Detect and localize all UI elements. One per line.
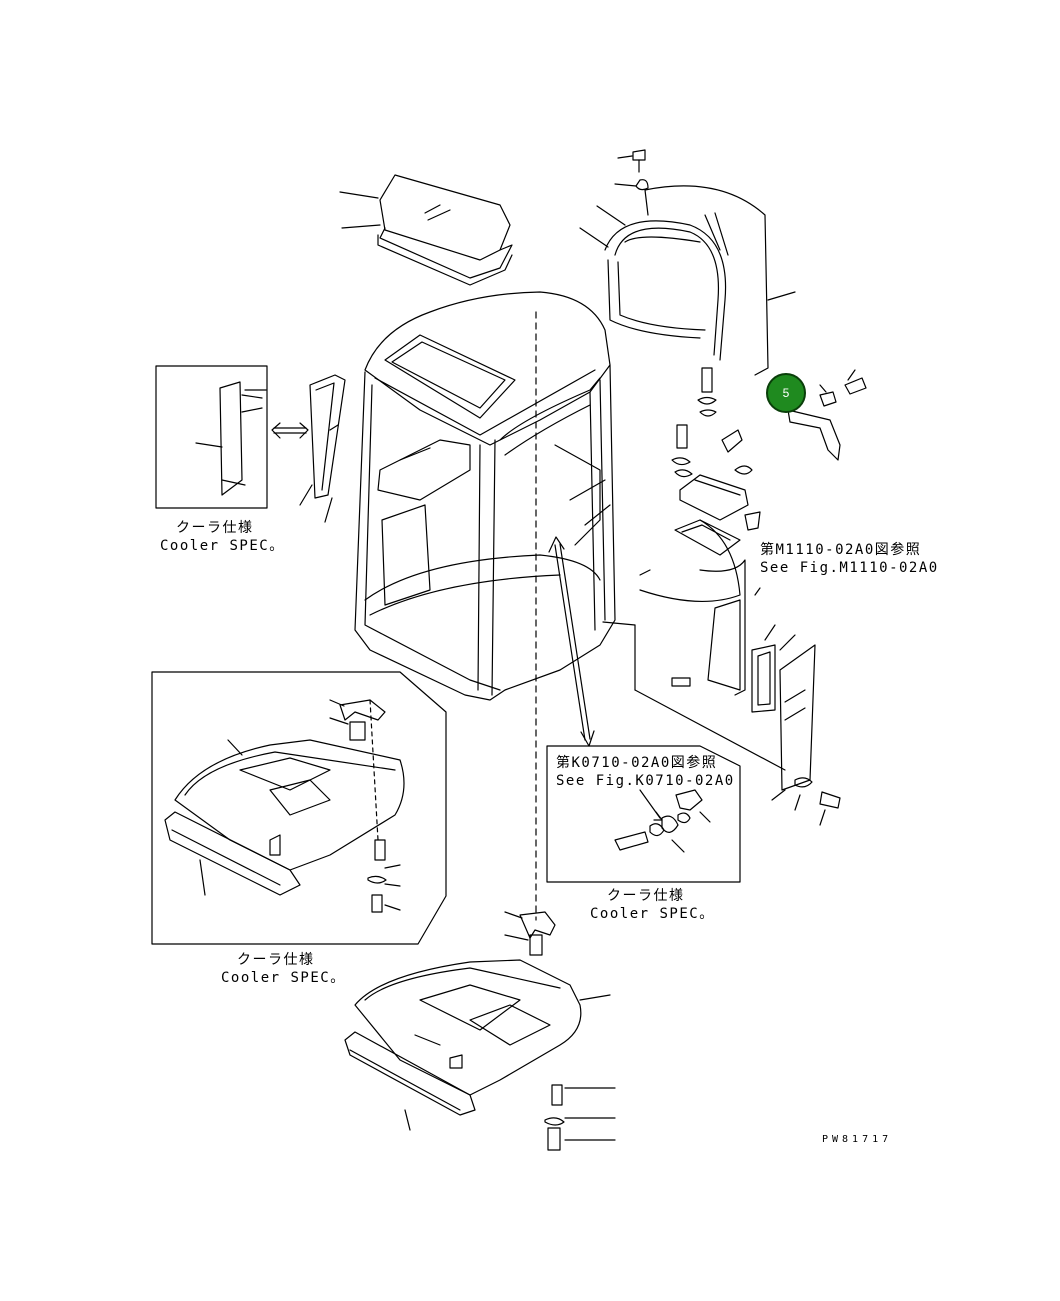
floor-plate [344, 911, 616, 1151]
ref-m1110-en: See Fig.M1110-02A0 [760, 560, 939, 576]
cooler-spec-box-left [155, 365, 268, 509]
cooler-spec-box-bottom [151, 671, 447, 945]
cooler-spec-left-jp: クーラ仕様 [176, 520, 254, 536]
ref-k0710-en: See Fig.K0710-02A0 [556, 773, 735, 789]
double-arrow-center [548, 536, 595, 747]
cooler-spec-bottom-en: Cooler SPEC。 [221, 970, 346, 986]
cooler-spec-mid-jp: クーラ仕様 [607, 888, 685, 904]
roof-glass [339, 174, 513, 286]
cooler-spec-box-mid [546, 745, 741, 883]
double-arrow-left [271, 422, 309, 439]
ref-k0710-jp: 第K0710-02A0図参照 [556, 755, 718, 771]
top-bolts [614, 149, 649, 191]
side-window-left [299, 374, 346, 523]
rear-panel-right [602, 559, 841, 826]
right-fittings [639, 367, 867, 603]
drawing-code: PW81717 [822, 1134, 893, 1145]
callout-marker-5[interactable]: 5 [766, 373, 806, 413]
cooler-spec-bottom-jp: クーラ仕様 [237, 952, 315, 968]
cab-frame [354, 291, 616, 701]
rear-glass [579, 185, 796, 376]
cooler-spec-left-en: Cooler SPEC。 [160, 538, 285, 554]
cooler-spec-mid-en: Cooler SPEC。 [590, 906, 715, 922]
ref-m1110-jp: 第M1110-02A0図参照 [760, 542, 922, 558]
